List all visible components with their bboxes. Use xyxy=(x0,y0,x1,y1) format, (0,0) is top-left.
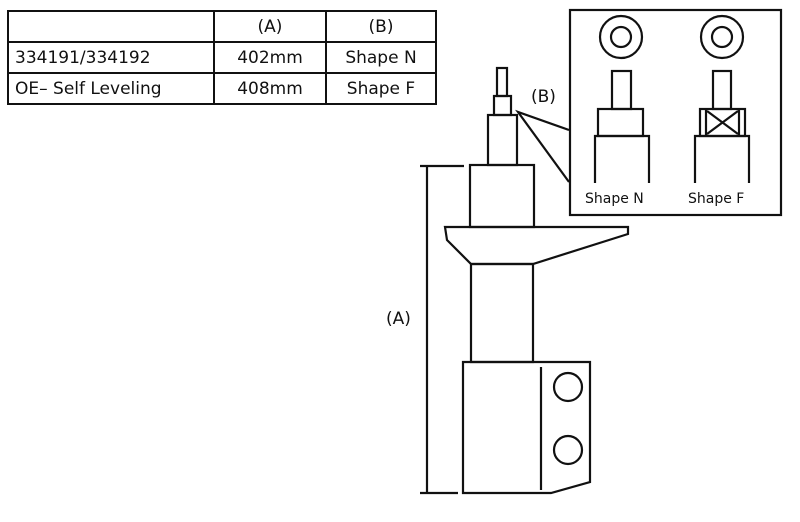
header-cell xyxy=(7,10,215,43)
table-header-row: (A) (B) xyxy=(7,10,437,43)
table-cell: 402mm xyxy=(213,41,327,74)
tube xyxy=(469,262,535,364)
shape-f-detail xyxy=(693,14,751,183)
piston-rod xyxy=(486,113,519,167)
upper-body xyxy=(468,163,536,229)
table-cell: 408mm xyxy=(213,72,327,105)
spec-table: (A) (B) 334191/334192 402mm Shape N OE– … xyxy=(7,10,437,105)
shape-f-label: Shape F xyxy=(688,191,744,207)
table-cell: OE– Self Leveling xyxy=(7,72,215,105)
mount-hole-lower xyxy=(552,434,584,466)
detail-b-label: (B) xyxy=(531,87,556,107)
shape-n-detail xyxy=(593,14,651,183)
table-row: OE– Self Leveling 408mm Shape F xyxy=(7,72,437,105)
spring-seat xyxy=(443,225,630,266)
piston-rod-tip xyxy=(495,66,509,98)
dimension-a-label: (A) xyxy=(386,309,411,329)
header-cell: (B) xyxy=(325,10,437,43)
piston-rod-step xyxy=(492,94,513,117)
dimension-a xyxy=(420,164,464,495)
header-cell: (A) xyxy=(213,10,327,43)
table-row: 334191/334192 402mm Shape N xyxy=(7,41,437,74)
mount-hole-upper xyxy=(552,371,584,403)
callout-lines xyxy=(515,109,570,183)
table-cell: Shape N xyxy=(325,41,437,74)
detail-inset-box xyxy=(568,8,783,217)
nut-ring-icon xyxy=(598,14,644,60)
table-cell: Shape F xyxy=(325,72,437,105)
nut-ring-icon xyxy=(699,14,745,60)
strut-drawing xyxy=(443,66,630,495)
shape-n-label: Shape N xyxy=(585,191,644,207)
mounting-bracket xyxy=(461,360,592,495)
table-cell: 334191/334192 xyxy=(7,41,215,74)
